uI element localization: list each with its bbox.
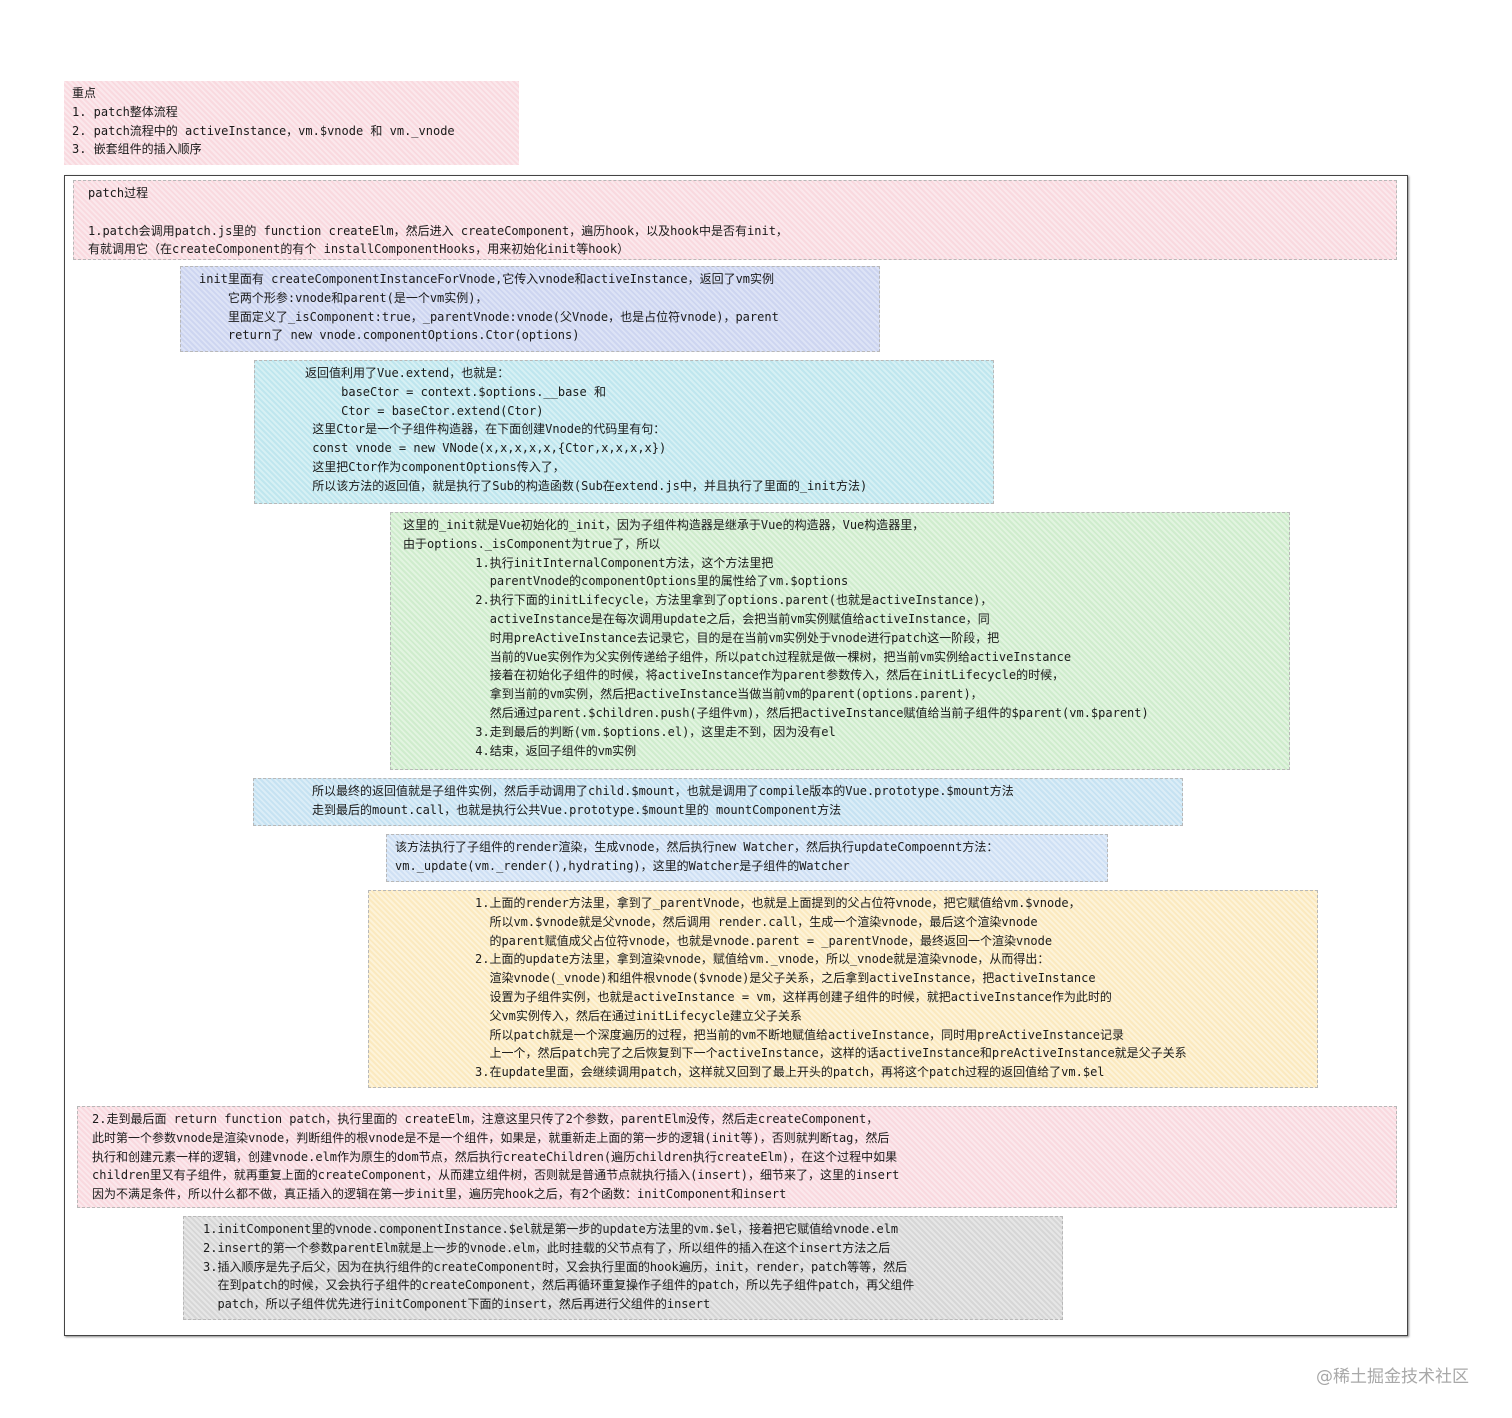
- patch-process-note: patch过程 1.patch会调用patch.js里的 function cr…: [73, 180, 1397, 260]
- init-detail-line: 时用preActiveInstance去记录它，目的是在当前vm实例处于vnod…: [403, 630, 1000, 645]
- init-line: return了 new vnode.componentOptions.Ctor(…: [199, 328, 580, 343]
- watcher-note: 该方法执行了子组件的render渲染，生成vnode，然后执行new Watch…: [386, 834, 1108, 882]
- patch-process-frame: [64, 175, 1408, 1336]
- render-update-line: 父vm实例传入，然后在通过initLifecycle建立父子关系: [475, 1008, 802, 1023]
- init-line: 里面定义了_isComponent:true，_parentVnode:vnod…: [199, 309, 779, 324]
- watcher-line: vm._update(vm._render(),hydrating)，这里的Wa…: [395, 858, 850, 873]
- init-detail-line: parentVnode的componentOptions里的属性给了vm.$op…: [403, 574, 849, 589]
- init-detail-line: 1.执行initInternalComponent方法，这个方法里把: [403, 555, 774, 570]
- key-point-item: 3. 嵌套组件的插入顺序: [72, 142, 202, 157]
- insert-line: 3.插入顺序是先子后父，因为在执行组件的createComponent时，又会执…: [203, 1259, 908, 1274]
- step2-line: 此时第一个参数vnode是渲染vnode，判断组件的根vnode是不是一个组件，…: [92, 1130, 890, 1145]
- render-update-line: 2.上面的update方法里，拿到渲染vnode，赋值给vm._vnode，所以…: [475, 952, 1050, 967]
- extend-line: baseCtor = context.$options.__base 和: [305, 384, 606, 399]
- render-update-line: 所以patch就是一个深度遍历的过程，把当前的vm不断地赋值给activeIns…: [475, 1027, 1124, 1042]
- init-detail-line: activeInstance是在每次调用update之后，会把当前vm实例赋值给…: [403, 611, 990, 626]
- render-update-line: 的parent赋值成父占位符vnode，也就是vnode.parent = _p…: [475, 933, 1053, 948]
- init-detail-note: 这里的_init就是Vue初始化的_init，因为子组件构造器是继承于Vue的构…: [390, 512, 1290, 770]
- insert-line: 1.initComponent里的vnode.componentInstance…: [203, 1222, 899, 1236]
- init-detail-line: 由于options._isComponent为true了，所以: [403, 536, 661, 551]
- insert-line: 在到patch的时候，又会执行子组件的createComponent，然后再循环…: [203, 1278, 915, 1293]
- extend-line: Ctor = baseCtor.extend(Ctor): [305, 403, 544, 418]
- extend-note: 返回值利用了Vue.extend，也就是： baseCtor = context…: [254, 360, 994, 504]
- render-update-line: 渲染vnode(_vnode)和组件根vnode($vnode)是父子关系，之后…: [475, 971, 1096, 986]
- watcher-line: 该方法执行了子组件的render渲染，生成vnode，然后执行new Watch…: [395, 840, 999, 854]
- render-update-line: 所以vm.$vnode就是父vnode，然后调用 render.call，生成一…: [475, 914, 1038, 929]
- init-detail-line: 2.执行下面的initLifecycle，方法里拿到了options.paren…: [403, 593, 993, 608]
- init-detail-line: 然后通过parent.$children.push(子组件vm)，然后把acti…: [403, 705, 1149, 720]
- render-update-line: 1.上面的render方法里，拿到了_parentVnode，也就是上面提到的父…: [475, 896, 1081, 910]
- init-detail-line: 接着在初始化子组件的时候，将activeInstance作为parent参数传入…: [403, 668, 1065, 683]
- watermark: @稀土掘金技术社区: [1316, 1367, 1469, 1387]
- step2-note: 2.走到最后面 return function patch，执行里面的 crea…: [77, 1106, 1397, 1208]
- step1-line: 有就调用它（在createComponent的有个 installCompone…: [88, 242, 630, 257]
- init-detail-line: 当前的Vue实例作为父实例传递给子组件，所以patch过程就是做一棵树，把当前v…: [403, 649, 1072, 664]
- insert-note: 1.initComponent里的vnode.componentInstance…: [183, 1216, 1063, 1320]
- extend-line: 返回值利用了Vue.extend，也就是：: [305, 366, 510, 380]
- init-detail-line: 4.结束，返回子组件的vm实例: [403, 743, 637, 758]
- key-point-item: 2. patch流程中的 activeInstance，vm.$vnode 和 …: [72, 123, 455, 138]
- patch-process-title: patch过程: [88, 186, 149, 200]
- key-point-item: 1. patch整体流程: [72, 104, 178, 119]
- render-update-note: 1.上面的render方法里，拿到了_parentVnode，也就是上面提到的父…: [368, 890, 1318, 1088]
- mount-line: 走到最后的mount.call，也就是执行公共Vue.prototype.$mo…: [312, 802, 842, 817]
- mount-note: 所以最终的返回值就是子组件实例，然后手动调用了child.$mount，也就是调…: [253, 778, 1183, 826]
- step1-line: 1.patch会调用patch.js里的 function createElm，…: [88, 223, 788, 238]
- render-update-line: 3.在update里面，会继续调用patch，这样就又回到了最上开头的patch…: [475, 1065, 1105, 1080]
- init-detail-line: 拿到当前的vm实例，然后把activeInstance当做当前vm的parent…: [403, 687, 983, 702]
- render-update-line: 上一个，然后patch完了之后恢复到下一个activeInstance，这样的话…: [475, 1046, 1187, 1061]
- step2-line: children里又有子组件，就再重复上面的createComponent，从而…: [92, 1168, 900, 1183]
- mount-line: 所以最终的返回值就是子组件实例，然后手动调用了child.$mount，也就是调…: [312, 784, 1014, 798]
- step2-line: 因为不满足条件，所以什么都不做，真正插入的逻辑在第一步init里，遍历完hook…: [92, 1187, 787, 1202]
- key-points-title: 重点: [72, 86, 97, 100]
- render-update-line: 设置为子组件实例，也就是activeInstance = vm，这样再创建子组件…: [475, 989, 1112, 1004]
- init-line: init里面有 createComponentInstanceForVnode,…: [199, 272, 775, 286]
- extend-line: 所以该方法的返回值，就是执行了Sub的构造函数(Sub在extend.js中，并…: [305, 478, 868, 493]
- init-detail-line: 这里的_init就是Vue初始化的_init，因为子组件构造器是继承于Vue的构…: [403, 518, 925, 532]
- init-line: 它两个形参:vnode和parent(是一个vm实例)，: [199, 290, 488, 305]
- extend-line: const vnode = new VNode(x,x,x,x,x,{Ctor,…: [305, 441, 667, 456]
- extend-line: 这里把Ctor作为componentOptions传入了，: [305, 459, 565, 474]
- insert-line: 2.insert的第一个参数parentElm就是上一步的vnode.elm，此…: [203, 1240, 891, 1255]
- init-note: init里面有 createComponentInstanceForVnode,…: [180, 266, 880, 352]
- extend-line: 这里Ctor是一个子组件构造器，在下面创建Vnode的代码里有句：: [305, 422, 666, 437]
- key-points-note: 重点 1. patch整体流程 2. patch流程中的 activeInsta…: [64, 81, 519, 165]
- step2-line: 2.走到最后面 return function patch，执行里面的 crea…: [92, 1112, 879, 1126]
- init-detail-line: 3.走到最后的判断(vm.$options.el)，这里走不到，因为没有el: [403, 724, 836, 739]
- step2-line: 执行和创建元素一样的逻辑，创建vnode.elm作为原生的dom节点，然后执行c…: [92, 1149, 898, 1164]
- insert-line: patch，所以子组件优先进行initComponent下面的insert，然后…: [203, 1297, 711, 1312]
